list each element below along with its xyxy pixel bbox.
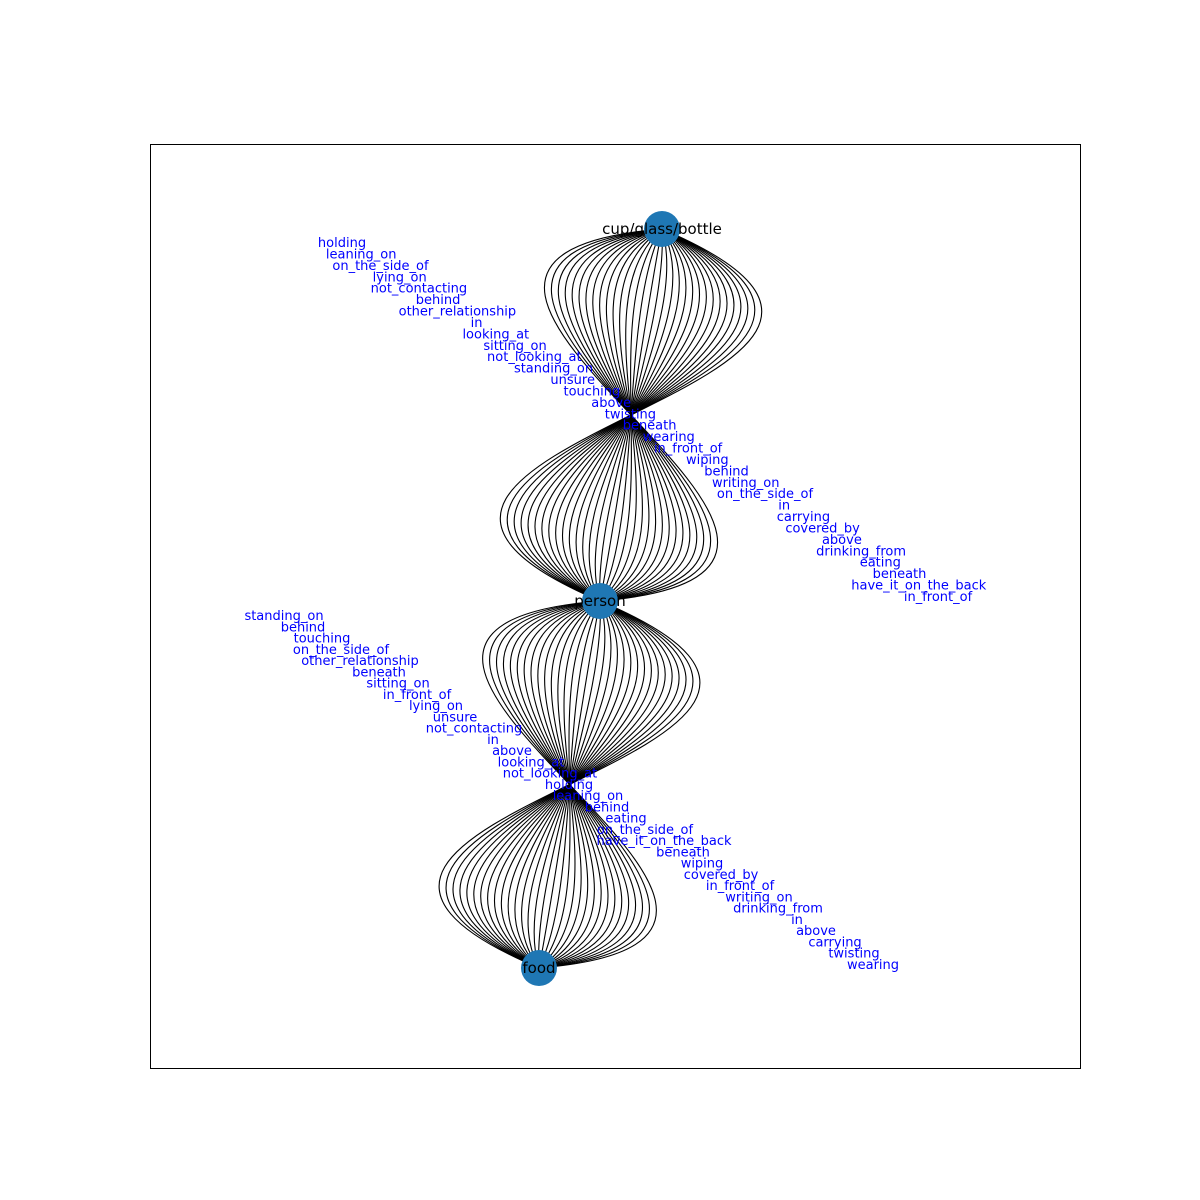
edge-label: in: [471, 316, 483, 331]
edge-label: in: [487, 733, 499, 748]
edge-label: above: [796, 924, 836, 939]
edge-label: beneath: [656, 845, 710, 860]
edge-label: sitting_on: [483, 339, 546, 354]
edge-label: looking_at: [462, 327, 529, 342]
edge-label: wiping: [686, 453, 729, 468]
edge-label: wearing: [643, 430, 695, 445]
edge-label: standing_on: [514, 362, 593, 377]
edge-label: behind: [585, 800, 630, 815]
edge-label: in_front_of: [654, 442, 723, 457]
relation-edge: [543, 228, 719, 602]
edge-label: unsure: [550, 373, 595, 388]
edge-label: in: [791, 913, 803, 928]
edge-label: in: [778, 499, 790, 514]
edge-label: on_the_side_of: [332, 259, 429, 274]
edge-label: behind: [281, 620, 326, 635]
edge-label: in_front_of: [383, 688, 452, 703]
edge-label: eating: [860, 556, 901, 571]
edge-label: on_the_side_of: [293, 643, 390, 658]
relation-edge: [482, 600, 657, 969]
edge-label: not_contacting: [371, 282, 468, 297]
edges-person-cup: [499, 228, 763, 602]
edge-label: not_looking_at: [487, 350, 582, 365]
node-label-person: person: [574, 592, 625, 610]
node-label-cup-glass-bottle: cup/glass/bottle: [602, 220, 722, 238]
edge-label: leaning_on: [553, 789, 624, 804]
edge-label: touching: [564, 385, 621, 400]
edge-label: drinking_from: [733, 902, 823, 917]
edge-labels-person-cup: holdingleaning_onon_the_side_oflying_onn…: [318, 236, 987, 605]
edge-label: wearing: [847, 958, 899, 973]
edge-label: beneath: [873, 567, 927, 582]
edge-label: beneath: [623, 419, 677, 434]
edge-label: other_relationship: [399, 305, 517, 320]
nodes: cup/glass/bottle person food: [521, 211, 722, 986]
edge-label: eating: [605, 812, 646, 827]
edge-label: twisting: [828, 947, 879, 962]
node-food: [521, 950, 557, 986]
node-cup-glass-bottle: [644, 211, 680, 247]
edge-label: wiping: [681, 857, 724, 872]
edge-label: above: [822, 533, 862, 548]
edge-label: lying_on: [373, 270, 427, 285]
edge-label: looking_at: [498, 755, 565, 770]
edge-label: carrying: [808, 936, 861, 951]
node-person: [582, 583, 618, 619]
edge-label: unsure: [433, 710, 478, 725]
edge-label: drinking_from: [816, 544, 906, 559]
edge-label: covered_by: [785, 522, 860, 537]
edge-label: not_contacting: [426, 722, 523, 737]
edge-label: other_relationship: [301, 654, 419, 669]
edge-label: touching: [294, 632, 351, 647]
edge-label: beneath: [352, 665, 406, 680]
node-label-food: food: [522, 959, 555, 977]
edge-labels-person-food: standing_onbehindtouchingon_the_side_ofo…: [244, 609, 899, 973]
edge-label: in_front_of: [706, 879, 775, 894]
edge-label: on_the_side_of: [717, 487, 814, 502]
edge-label: on_the_side_of: [597, 823, 694, 838]
edge-label: in_front_of: [904, 590, 973, 605]
edge-label: carrying: [777, 510, 830, 525]
edges-person-food: [438, 600, 701, 969]
edge-label: not_looking_at: [503, 767, 598, 782]
edge-label: above: [591, 396, 631, 411]
edge-label: have_it_on_the_back: [851, 579, 986, 594]
edge-label: leaning_on: [326, 247, 397, 262]
edge-label: twisting: [605, 407, 656, 422]
edge-label: writing_on: [712, 476, 779, 491]
edge-label: above: [492, 744, 532, 759]
edge-label: writing_on: [725, 891, 792, 906]
edge-label: behind: [704, 464, 749, 479]
edge-label: sitting_on: [366, 677, 429, 692]
edge-label: behind: [416, 293, 461, 308]
edge-label: lying_on: [409, 699, 463, 714]
plot-frame: [150, 144, 1081, 1069]
edge-label: holding: [318, 236, 366, 251]
edge-label: have_it_on_the_back: [596, 834, 731, 849]
edge-label: covered_by: [684, 868, 759, 883]
edge-label: standing_on: [244, 609, 323, 624]
edge-label: holding: [545, 778, 593, 793]
